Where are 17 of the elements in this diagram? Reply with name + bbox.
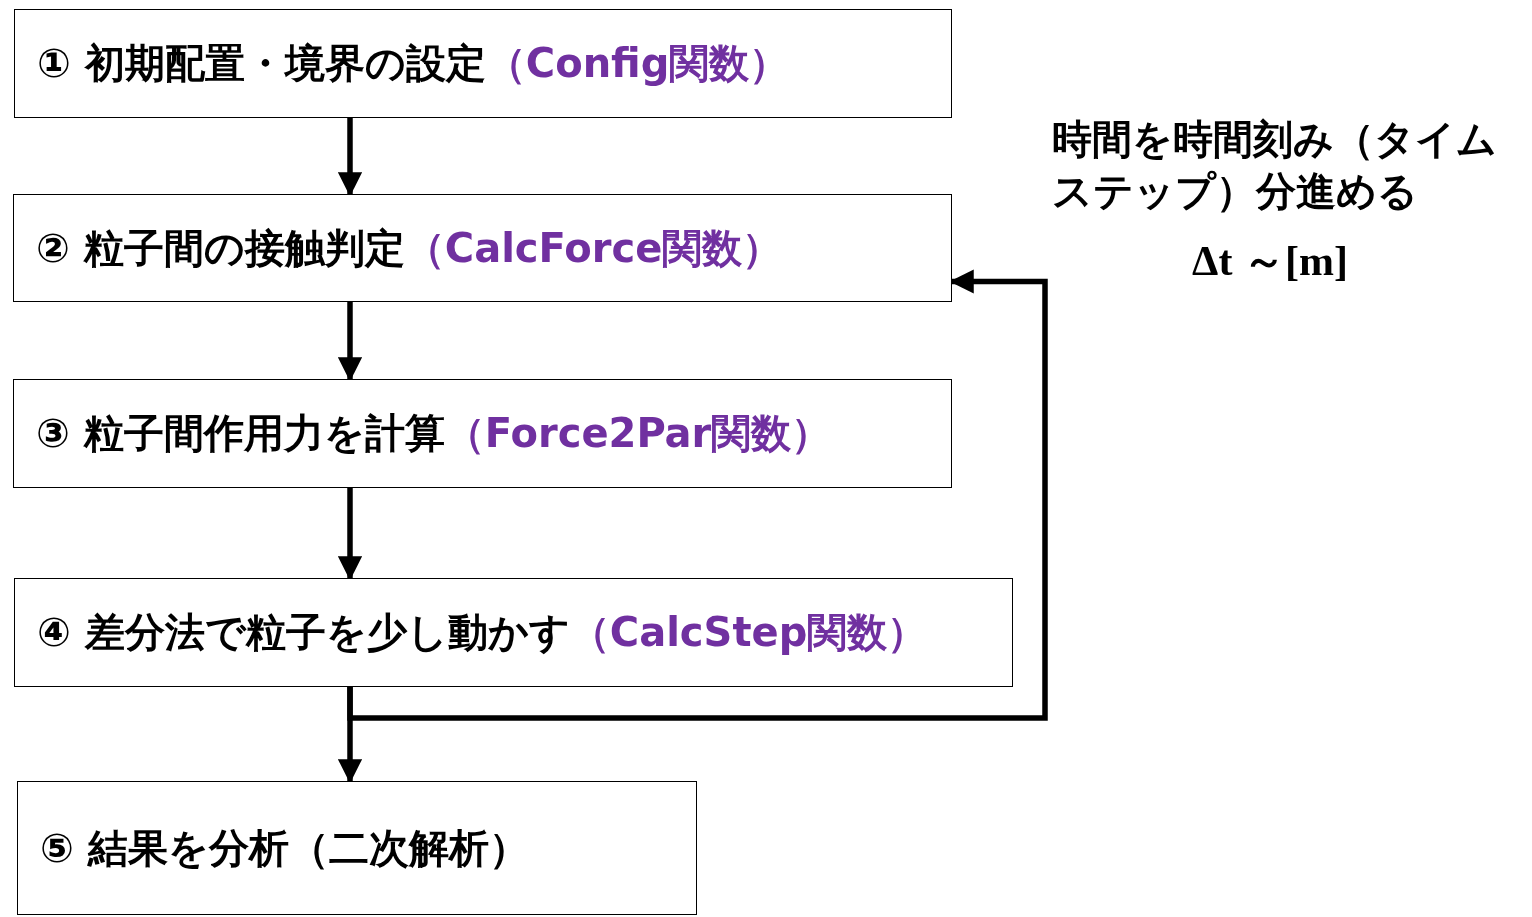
function-name: （CalcStep関数） <box>569 608 928 657</box>
function-name: （CalcForce関数） <box>404 223 783 273</box>
function-name: （Force2Par関数） <box>444 409 832 458</box>
annotation-text: 時間を時間刻み（タイムステップ）分進める <box>1052 115 1498 216</box>
step-text: ② 粒子間の接触判定 <box>36 223 405 273</box>
process-box <box>13 194 952 302</box>
time-step-formula: Δt ～[m] <box>1191 237 1349 286</box>
step-text: ④ 差分法で粒子を少し動かす <box>37 608 570 657</box>
step-text: ⑤ 結果を分析（二次解析） <box>40 823 529 873</box>
process-box <box>14 9 952 118</box>
process-box <box>14 578 1013 687</box>
function-name: （Config関数） <box>485 39 790 88</box>
step-text: ③ 粒子間作用力を計算 <box>36 409 445 458</box>
process-box <box>17 781 697 915</box>
process-box <box>13 379 952 488</box>
step-text: ① 初期配置・境界の設定 <box>37 39 486 88</box>
arrow <box>347 269 1048 721</box>
